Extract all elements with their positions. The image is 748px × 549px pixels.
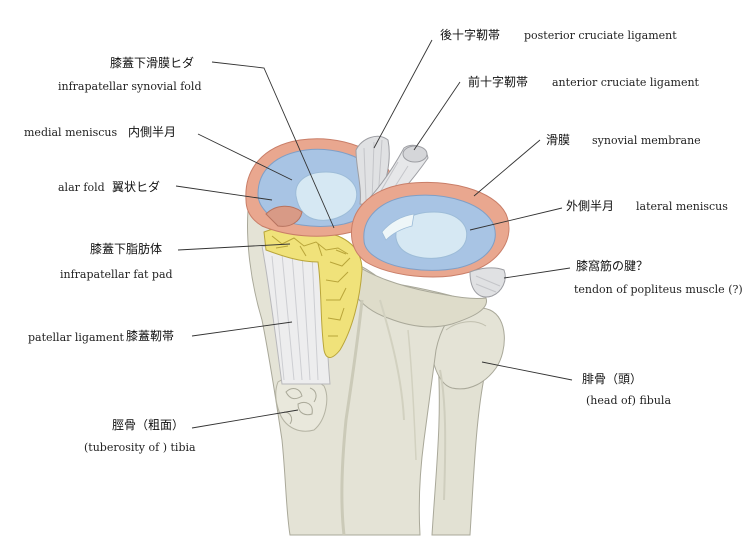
label-patellar-ligament-jp: 膝蓋靭帯: [126, 329, 175, 343]
label-tibia-jp: 脛骨（粗面）: [112, 418, 185, 432]
label-medial-meniscus-en: medial meniscus: [24, 126, 118, 139]
lateral-compartment: [351, 181, 510, 298]
label-lateral-meniscus-jp: 外側半月: [566, 199, 615, 213]
leader-fibula: [481, 361, 573, 381]
label-fibula-en: (head of) fibula: [586, 394, 672, 407]
label-popliteus-en: tendon of popliteus muscle (?): [574, 283, 743, 296]
label-synovial-membrane-jp: 滑膜: [546, 133, 571, 147]
leader-lines: [175, 39, 573, 429]
label-fat-pad-jp: 膝蓋下脂肪体: [90, 242, 163, 256]
leader-synovial-membrane: [473, 139, 541, 197]
alar-fold-shape: [265, 205, 303, 227]
label-acl-en: anterior cruciate ligament: [552, 76, 699, 89]
label-infrapatellar-synovial-fold-jp: 膝蓋下滑膜ヒダ: [110, 56, 195, 70]
leader-fat-pad: [177, 243, 291, 251]
popliteus-tendon-shape: [469, 267, 506, 298]
label-patellar-ligament-en: patellar ligament: [28, 331, 124, 344]
leader-tibia: [191, 409, 299, 429]
label-pcl-en: posterior cruciate ligament: [524, 29, 677, 42]
label-lateral-meniscus-en: lateral meniscus: [636, 200, 728, 213]
leader-alar-fold: [175, 185, 273, 201]
leader-pcl: [373, 39, 433, 149]
label-fibula-jp: 腓骨（頭）: [582, 372, 643, 386]
leader-infrapatellar-synovial-fold: [211, 61, 335, 229]
infrapatellar-fat-pad: [263, 227, 363, 358]
label-alar-fold-jp: 翼状ヒダ: [112, 180, 161, 194]
label-alar-fold-en: alar fold: [58, 181, 105, 194]
label-pcl-jp: 後十字靭帯: [440, 28, 501, 42]
label-acl-jp: 前十字靭帯: [468, 75, 529, 89]
label-synovial-membrane-en: synovial membrane: [592, 134, 701, 147]
leader-lateral-meniscus: [469, 207, 563, 231]
leader-medial-meniscus: [197, 133, 293, 181]
label-fat-pad-en: infrapatellar fat pad: [60, 268, 173, 281]
leader-patellar-ligament: [191, 321, 293, 337]
fibula: [430, 306, 505, 536]
leader-popliteus: [503, 267, 571, 279]
label-tibia-en: (tuberosity of ) tibia: [84, 441, 196, 454]
label-popliteus-jp: 膝窩筋の腱？: [576, 259, 649, 273]
label-medial-meniscus-jp: 内側半月: [128, 125, 177, 139]
label-infrapatellar-synovial-fold-en: infrapatellar synovial fold: [58, 80, 202, 93]
lateral-articular-cartilage: [395, 211, 468, 259]
leader-acl: [413, 81, 461, 151]
